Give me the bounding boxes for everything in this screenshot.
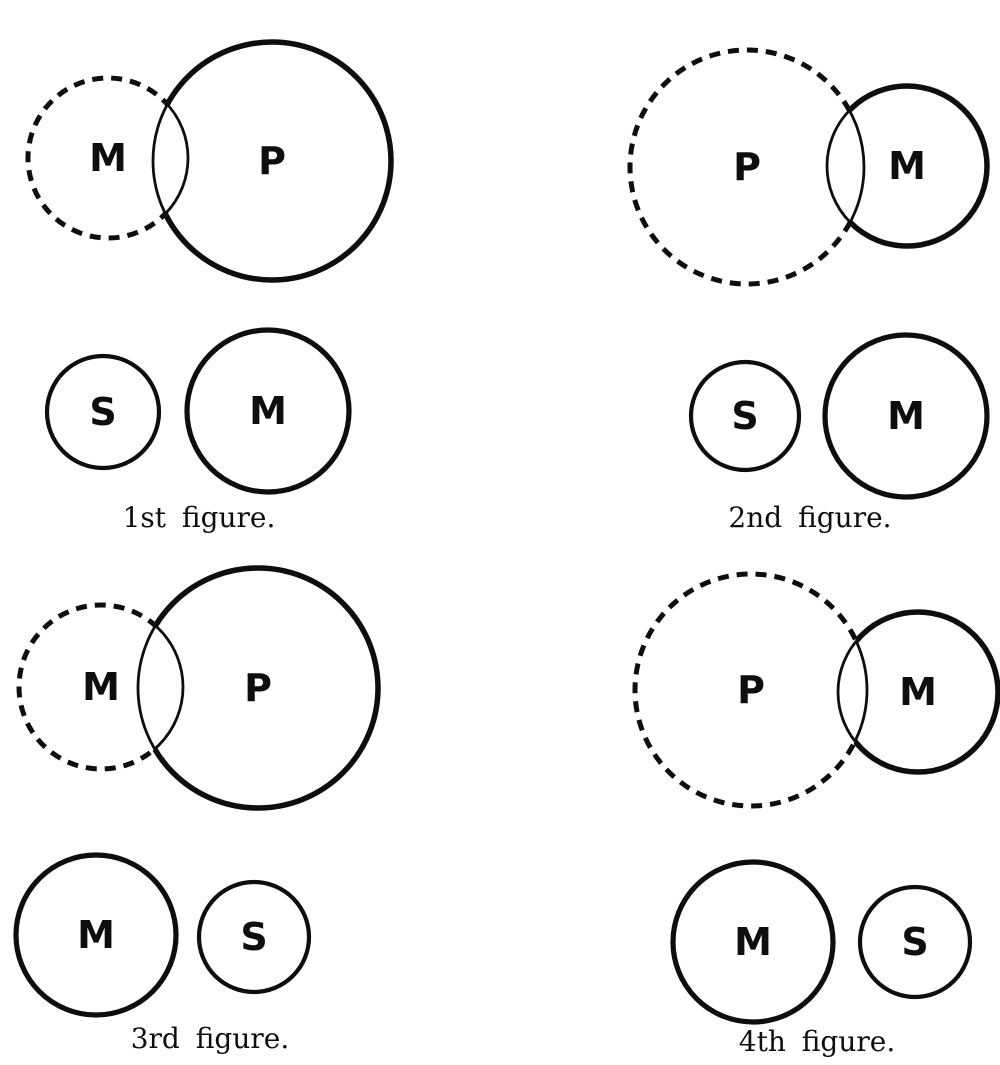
figure-group-3rd: M P M S 3rd figure. [13, 565, 381, 1055]
premise-solid-arc-in-overlap [136, 605, 183, 769]
conclusion-right-circle-label: S [240, 915, 267, 959]
premise-dashed-circle-label: M [89, 136, 127, 180]
conclusion-right-circle [196, 879, 312, 995]
conclusion-left-circle-label: S [731, 394, 758, 438]
figure-group-1st: M P S M 1st figure. [25, 39, 394, 534]
conclusion-left-circle-label: M [77, 913, 115, 957]
conclusion-right-circle-label: S [901, 920, 928, 964]
premise-solid-circle-label: P [258, 139, 286, 183]
premise-solid-circle-label: P [244, 666, 272, 710]
premise-solid-arc-in-overlap [825, 84, 864, 248]
figure-caption: 2nd figure. [728, 501, 891, 534]
figure-caption: 4th figure. [739, 1025, 896, 1058]
premise-dashed-circle-label: M [82, 665, 120, 709]
conclusion-left-circle [670, 859, 836, 1025]
conclusion-right-circle-label: M [249, 389, 287, 433]
premise-dashed-arc-in-overlap [827, 86, 866, 246]
figure-caption: 3rd figure. [131, 1022, 290, 1055]
premise-solid-circle-label: M [888, 144, 926, 188]
figure-group-4th: P M M S 4th figure. [632, 571, 1000, 1058]
figure-caption: 1st figure. [123, 501, 276, 534]
conclusion-right-circle [822, 332, 990, 500]
conclusion-left-circle-label: S [89, 390, 116, 434]
conclusion-right-circle [184, 327, 352, 495]
figure-group-2nd: P M S M 2nd figure. [627, 47, 990, 534]
premise-solid-arc-in-overlap [151, 78, 188, 238]
premise-solid-arc-in-overlap [836, 610, 867, 774]
conclusion-right-circle [857, 884, 973, 1000]
premise-solid-circle-label: M [899, 670, 937, 714]
conclusion-left-circle-label: M [734, 920, 772, 964]
premise-dashed-arc-in-overlap [138, 603, 185, 771]
conclusion-right-circle-label: M [887, 394, 925, 438]
conclusion-left-circle [44, 353, 162, 471]
premise-dashed-circle-label: P [737, 668, 765, 712]
premise-dashed-arc-in-overlap [838, 612, 869, 772]
conclusion-left-circle [688, 359, 802, 473]
premise-dashed-circle-label: P [733, 145, 761, 189]
conclusion-left-circle [13, 852, 179, 1018]
premise-dashed-arc-in-overlap [153, 76, 190, 240]
